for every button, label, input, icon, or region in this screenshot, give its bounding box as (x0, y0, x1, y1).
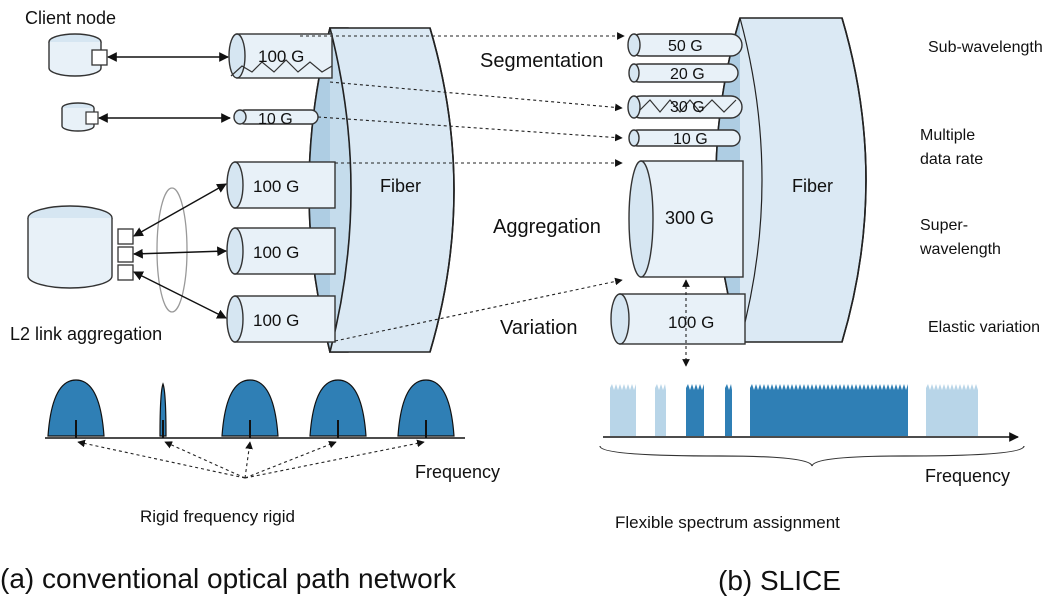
sub-wavelength-label: Sub-wavelength (928, 39, 1043, 56)
right-tube-3 (627, 95, 743, 119)
right-panel-title: (b) SLICE (718, 565, 841, 596)
super-wavelength-label-2: wavelength (919, 241, 1001, 258)
left-fiber-label: Fiber (380, 176, 421, 196)
right-tube-1-label: 50 G (668, 38, 703, 55)
right-tube-4 (628, 129, 741, 147)
left-spectrum (45, 379, 465, 479)
left-client-arrows (98, 52, 231, 319)
left-tube-5 (226, 295, 336, 343)
left-tube-3-label: 100 G (253, 177, 299, 196)
spectrum-band-3 (686, 384, 704, 436)
left-tube-3 (226, 161, 336, 209)
left-tube-4 (226, 227, 336, 275)
spectrum-band-5 (750, 384, 908, 436)
left-tube-2-label: 10 G (258, 111, 293, 128)
aggregation-label: Aggregation (493, 216, 601, 238)
left-tube-5-label: 100 G (253, 311, 299, 330)
left-tube-1-label: 100 G (258, 47, 304, 66)
spectrum-band-1 (610, 384, 636, 436)
multiple-data-rate-label-1: Multiple (920, 127, 975, 144)
right-tube-5 (628, 160, 744, 278)
spectrum-band-6 (926, 384, 978, 436)
super-wavelength-label-1: Super- (920, 217, 968, 234)
multiple-data-rate-label-2: data rate (920, 151, 983, 168)
right-tube-6-label: 100 G (668, 313, 714, 332)
mapping-connectors (300, 32, 625, 342)
right-tube-1 (627, 33, 743, 57)
right-frequency-label: Frequency (925, 466, 1010, 486)
left-tube-4-label: 100 G (253, 243, 299, 262)
right-tube-3-label: 30 G (670, 99, 705, 116)
client-node-large (27, 187, 188, 313)
left-frequency-label: Frequency (415, 462, 500, 482)
flexible-caption: Flexible spectrum assignment (615, 513, 840, 532)
spectrum-band-4 (725, 384, 732, 436)
right-tube-2-label: 20 G (670, 66, 705, 83)
client-node-label: Client node (25, 8, 116, 28)
left-panel-title: (a) conventional optical path network (0, 563, 457, 594)
right-spectrum (599, 384, 1025, 467)
rigid-caption: Rigid frequency rigid (140, 507, 295, 526)
right-fiber-label: Fiber (792, 176, 833, 196)
right-tube-2 (628, 63, 739, 83)
client-node-top (48, 33, 108, 77)
variation-label: Variation (500, 317, 577, 339)
segmentation-label: Segmentation (480, 50, 603, 72)
right-tube-4-label: 10 G (673, 131, 708, 148)
spectrum-band-2 (655, 384, 666, 436)
elastic-variation-label: Elastic variation (928, 319, 1040, 336)
right-tube-5-label: 300 G (665, 208, 714, 228)
left-tube-1 (228, 33, 333, 79)
l2-link-aggregation-label: L2 link aggregation (10, 324, 162, 344)
client-node-small (61, 102, 99, 132)
